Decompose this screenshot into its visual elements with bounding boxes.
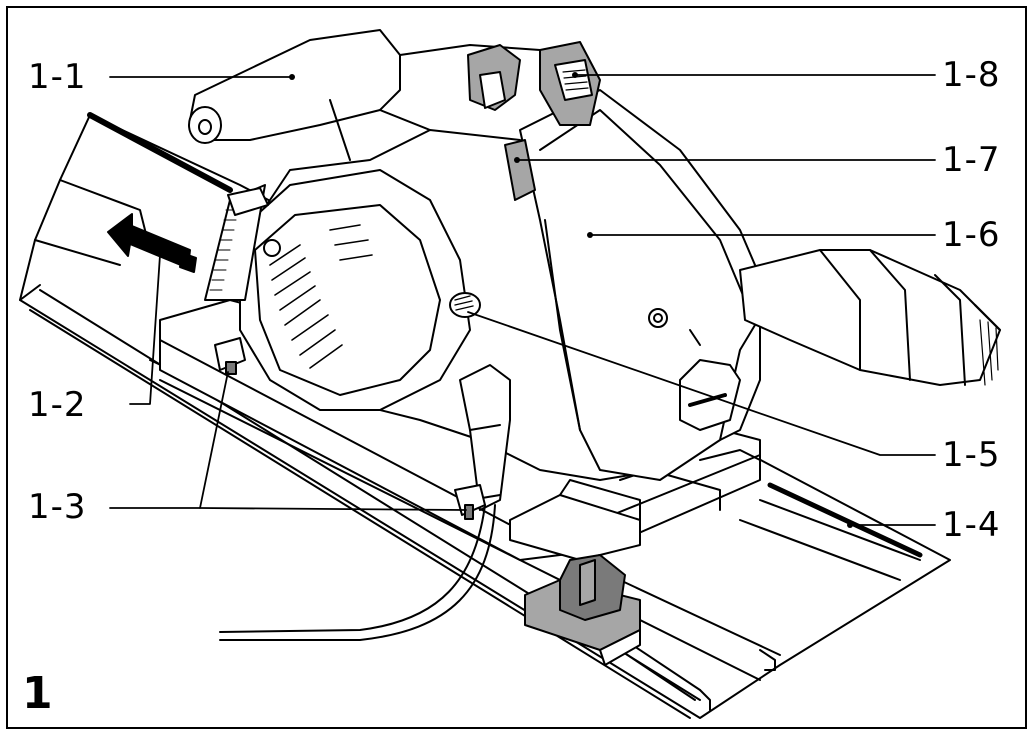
callout-1-2: 1-2 xyxy=(28,385,87,425)
callout-1-1: 1-1 xyxy=(28,57,87,97)
plunge-release-lever xyxy=(539,41,601,126)
leader-lines xyxy=(109,74,936,526)
figure-frame xyxy=(6,6,1027,729)
direction-arrow xyxy=(107,213,197,273)
callout-1-6: 1-6 xyxy=(942,215,1001,255)
rail-stop-knob xyxy=(524,554,641,666)
clamp-screw-rear xyxy=(214,337,246,375)
angle-knob xyxy=(679,359,741,431)
callout-1-3: 1-3 xyxy=(28,487,87,527)
trigger-switch xyxy=(467,44,521,111)
callout-1-7: 1-7 xyxy=(942,140,1001,180)
saw-handle xyxy=(188,29,591,161)
dust-extraction-hose xyxy=(739,249,1001,386)
figure-number: 1 xyxy=(22,668,53,719)
power-cable xyxy=(219,364,511,641)
switch-on-lock xyxy=(504,139,536,201)
callout-1-5: 1-5 xyxy=(942,435,1001,475)
callout-1-8: 1-8 xyxy=(942,55,1001,95)
callout-1-4: 1-4 xyxy=(942,505,1001,545)
speed-control-wheel xyxy=(449,292,481,318)
clamp-screw-front xyxy=(454,484,486,520)
